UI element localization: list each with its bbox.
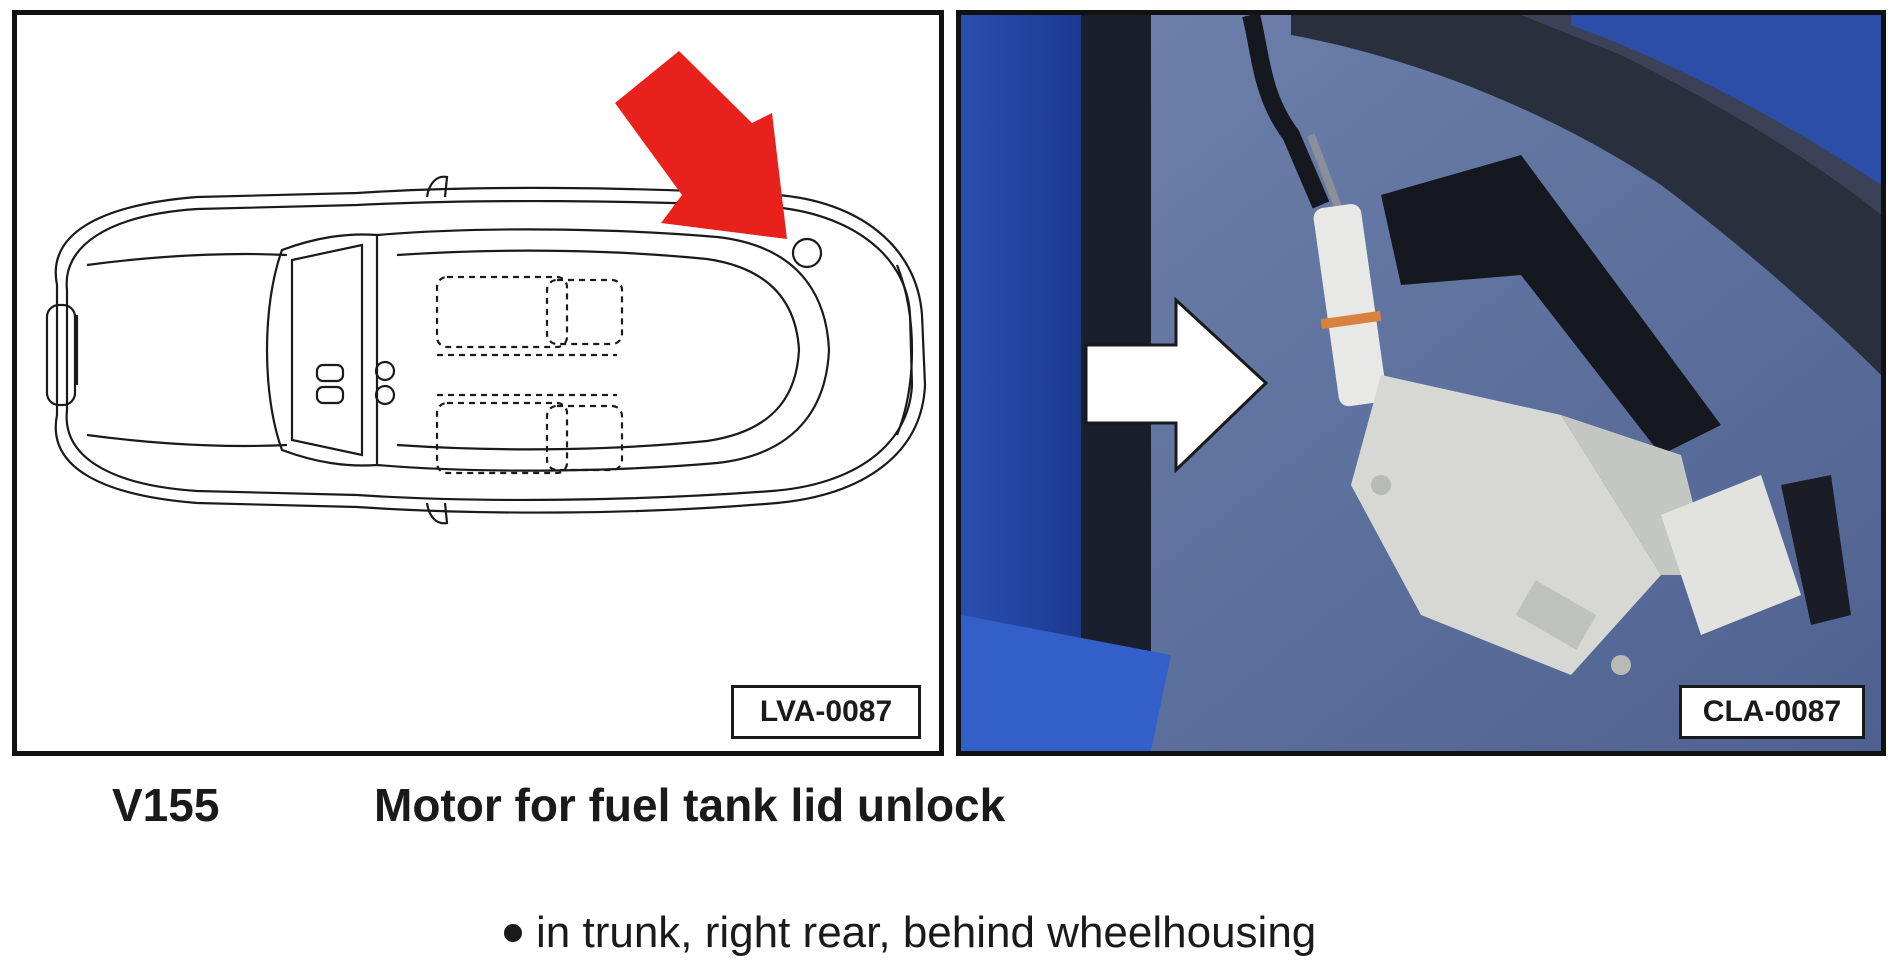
diagram-reference-label: LVA-0087: [731, 685, 921, 739]
car-top-view-drawing: [45, 51, 927, 525]
component-photo: [961, 15, 1881, 751]
bullet-icon: [504, 924, 522, 942]
red-pointer-arrow-icon: [615, 51, 787, 239]
diagram-panel: LVA-0087: [12, 10, 944, 756]
location-note: in trunk, right rear, behind wheelhousin…: [504, 908, 1316, 958]
component-code: V155: [112, 779, 220, 831]
location-note-text: in trunk, right rear, behind wheelhousin…: [536, 908, 1317, 957]
photo-panel: CLA-0087: [956, 10, 1886, 756]
white-pointer-arrow-icon: [1084, 296, 1269, 474]
component-name: Motor for fuel tank lid unlock: [374, 779, 1006, 831]
photo-reference-label: CLA-0087: [1679, 685, 1865, 739]
